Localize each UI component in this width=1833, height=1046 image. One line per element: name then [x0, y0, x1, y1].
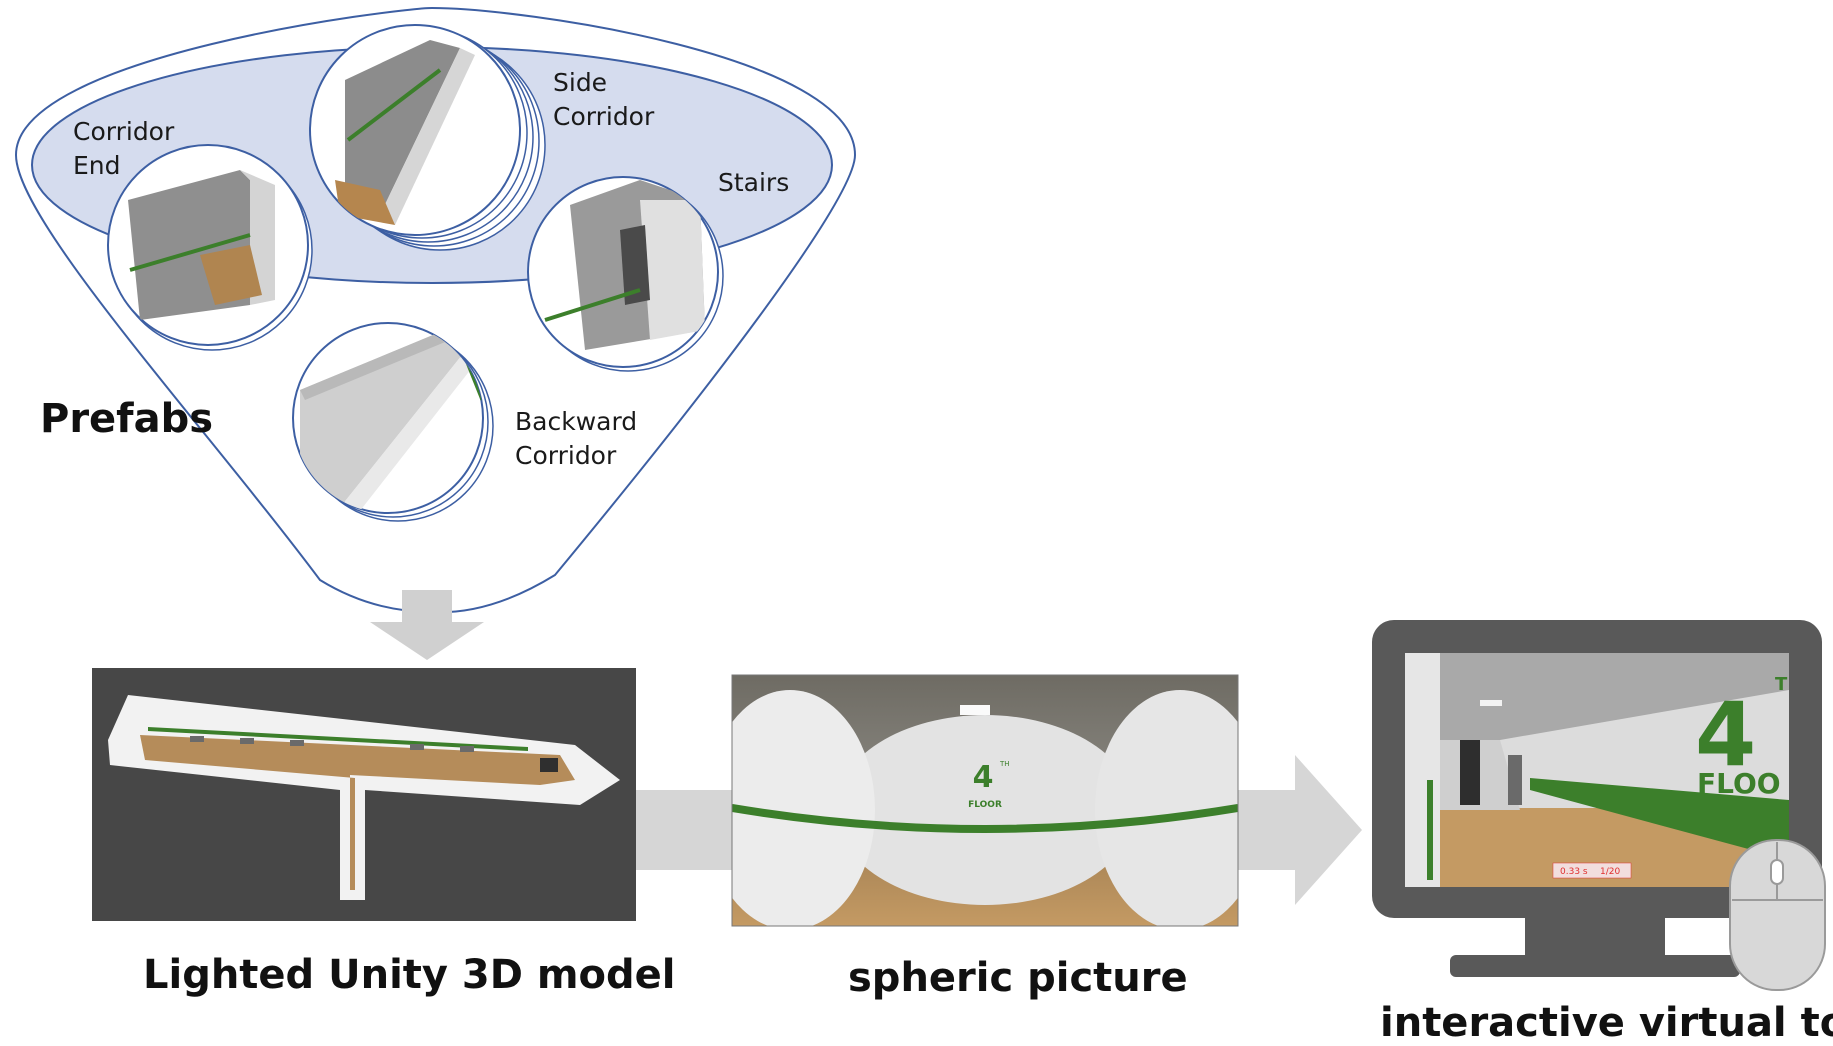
side-corridor-label: Side Corridor	[553, 66, 654, 134]
monitor-floor-word: FLOO	[1697, 767, 1781, 800]
virtual-tour-label: interactive virtual tour	[1380, 1000, 1833, 1046]
arrow-spheric-to-tour	[1232, 755, 1362, 905]
corridor-end-label: Corridor End	[73, 115, 174, 183]
backward-corridor-prefab-image	[292, 322, 494, 522]
spheric-floor-number: 4	[973, 760, 994, 795]
stairs-label: Stairs	[718, 166, 789, 200]
down-arrow	[370, 590, 484, 660]
side-corridor-prefab-image	[309, 24, 546, 251]
backward-corridor-label-line2: Corridor	[515, 441, 617, 470]
spheric-floor-sup: TH	[999, 760, 1010, 768]
stairs-label-line1: Stairs	[718, 168, 790, 197]
backward-corridor-label: Backward Corridor	[515, 405, 637, 473]
prefabs-group-label: Prefabs	[40, 396, 214, 442]
unity-model-label: Lighted Unity 3D model	[143, 952, 676, 998]
prefab-funnel-outline	[14, 6, 857, 614]
arrow-model-to-spheric	[636, 790, 736, 870]
unity-model-image	[92, 668, 636, 921]
spheric-picture-label: spheric picture	[848, 955, 1188, 1001]
virtual-tour-screen: 4 T FLOO 0.33 s 1/20	[1405, 653, 1789, 887]
monitor-floor-sup: T	[1775, 674, 1788, 695]
stairs-prefab-image	[527, 176, 724, 372]
spheric-picture-image: 4 TH FLOOR	[732, 675, 1238, 926]
corridor-end-label-line1: Corridor	[73, 117, 175, 146]
hud-count: 1/20	[1600, 867, 1620, 877]
corridor-end-label-line2: End	[73, 151, 121, 180]
backward-corridor-label-line1: Backward	[515, 407, 638, 436]
spheric-floor-word: FLOOR	[968, 800, 1002, 810]
hud-time: 0.33 s	[1560, 867, 1588, 877]
corridor-end-prefab-image	[107, 144, 313, 351]
mouse-icon	[1729, 839, 1826, 991]
side-corridor-label-line1: Side	[553, 68, 608, 97]
side-corridor-label-line2: Corridor	[553, 102, 655, 131]
monitor-floor-number: 4	[1695, 683, 1756, 786]
